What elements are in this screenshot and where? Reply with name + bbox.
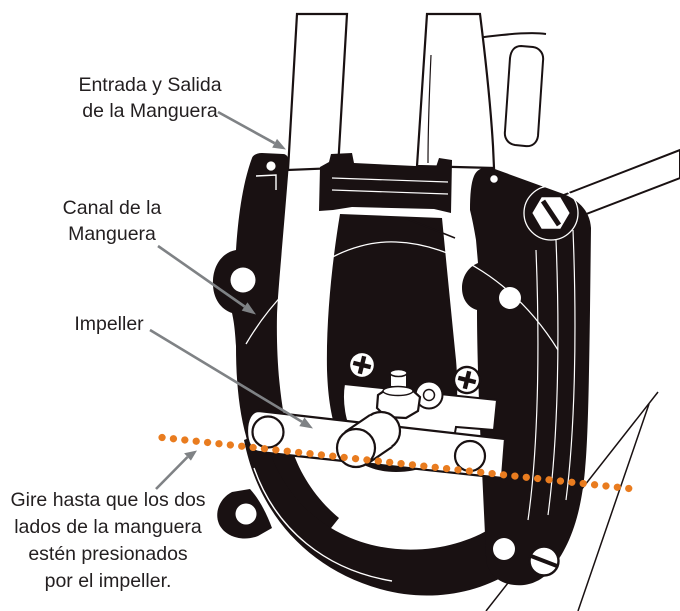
arrowhead-icon (272, 138, 286, 150)
crescent-highlight (253, 467, 393, 582)
post-pin (264, 159, 278, 173)
post-pin (488, 173, 500, 185)
screw-slot (540, 199, 562, 227)
callout-line: de la Manguera (82, 100, 218, 122)
arrow-instruction (155, 450, 197, 490)
column-highlight (547, 239, 559, 516)
hex-screw-top-right (529, 194, 573, 232)
callout-line: Entrada y Salida (78, 74, 222, 96)
impeller-roller-left (251, 415, 285, 449)
mounting-hole-bottom-right (493, 538, 515, 560)
hose-left (286, 12, 349, 172)
background-cable-line (577, 403, 650, 611)
phillips-screw-right (452, 365, 482, 395)
impeller-roller-right (453, 439, 487, 473)
clamp-highlight (331, 177, 449, 195)
column-highlight (527, 249, 539, 521)
arrowhead-icon (299, 417, 313, 429)
background-bracket (503, 44, 545, 148)
callout-line: Impeller (74, 313, 144, 335)
arrow-hose-channel (157, 244, 256, 315)
arrow-impeller (149, 328, 313, 429)
callout-line: Gire hasta que los dos (10, 489, 206, 511)
mounting-hole-left (230, 267, 256, 293)
arrow-hose-inlet-outlet (217, 110, 286, 150)
clamp-guide-line (404, 217, 456, 239)
slotted-screw-bottom-right (528, 545, 560, 577)
phillips-screw-left (347, 350, 377, 380)
callout-line: lados de la manguera (14, 516, 202, 538)
alignment-dotted-line (158, 433, 642, 494)
impeller-eyelet-hole (422, 388, 436, 402)
phillips-cross-icon (352, 355, 372, 375)
mounting-hole-right (499, 287, 521, 309)
mounting-hole-bottom-left (235, 503, 257, 525)
callout-line: Canal de la (62, 197, 162, 219)
hose-clamp (319, 153, 452, 213)
callout-hose-inlet-outlet: Entrada y Salida de la Manguera (78, 72, 221, 124)
column-highlight (565, 229, 576, 501)
callout-hose-channel: Canal de la Manguera (63, 195, 162, 247)
screw-slot (530, 554, 558, 568)
callout-line: Manguera (68, 223, 156, 245)
hoses (286, 12, 496, 172)
callout-line: estén presionados (28, 543, 188, 565)
hose-highlight-line (427, 54, 432, 164)
screw-boss-highlight (523, 185, 579, 241)
arrowhead-icon (184, 450, 197, 461)
phillips-cross-icon (457, 370, 477, 390)
hose-right (415, 12, 496, 170)
arrowhead-icon (241, 302, 256, 315)
callout-impeller: Impeller (74, 311, 143, 337)
post-step-highlight (255, 174, 277, 190)
callout-instruction: Gire hasta que los dos lados de la mangu… (10, 487, 205, 595)
callout-line: por el impeller. (44, 570, 172, 592)
housing-left-column (212, 153, 339, 542)
